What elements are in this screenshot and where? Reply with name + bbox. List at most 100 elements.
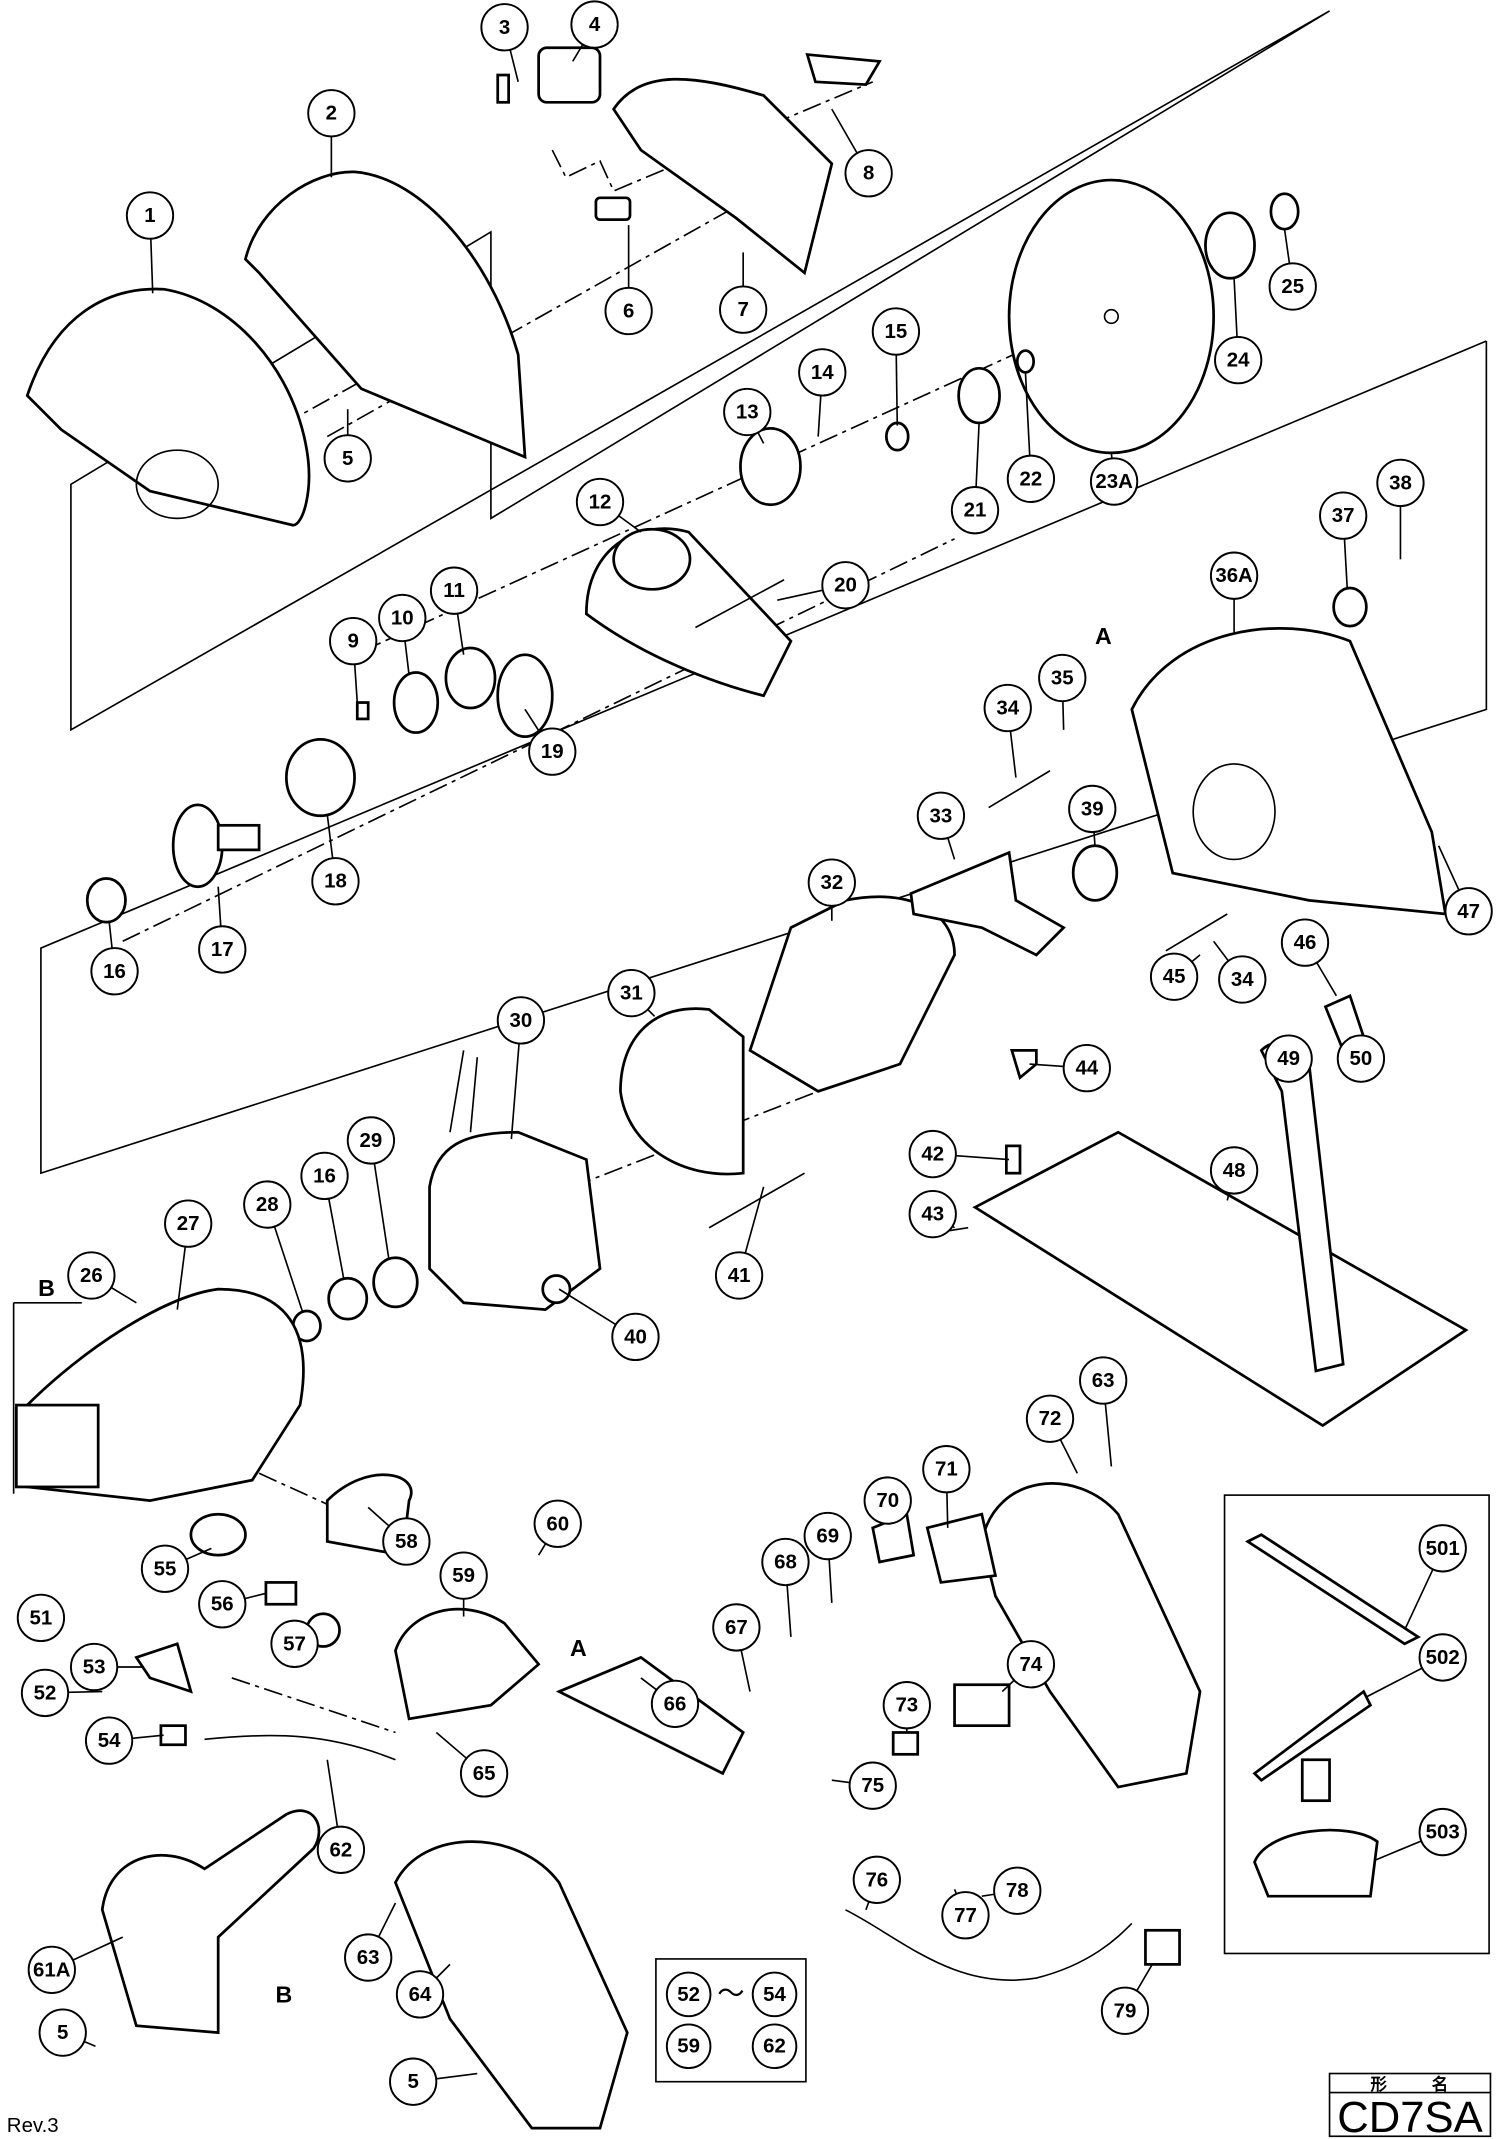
callout-circle [311,857,360,906]
part-number: 5 [57,2021,68,2044]
part-callout: 5 [38,2008,96,2057]
leader-line [1062,701,1065,730]
part-number: 7 [737,298,748,321]
leader-line [786,1585,792,1638]
part-number: 6 [623,300,634,323]
part-number: 34 [996,696,1019,719]
knob [537,46,602,104]
part-callout: 59 [439,1551,488,1617]
part-number: 26 [80,1264,103,1287]
part-callout: 26 [67,1251,137,1304]
callout-circle [950,486,1000,535]
callout-circle [329,617,378,666]
part-number: 19 [541,740,564,763]
leader-line [110,1286,137,1304]
part-number: 63 [357,1946,380,1969]
part-callout: 35 [1038,653,1087,730]
part-callout: 44 [1029,1043,1111,1093]
leader-line [456,613,465,655]
part-number: 78 [1006,1879,1029,1902]
part-callout: 7 [719,252,768,334]
leader-line [744,1186,765,1254]
callout-circle [611,1312,660,1362]
part-number: 67 [725,1616,748,1639]
callout-circle [300,1151,349,1201]
callout-circle [1444,887,1493,936]
handle-half [393,1840,629,2130]
callout-circle [993,1866,1042,1915]
part-number: 65 [473,1762,496,1785]
callout-circle [714,1251,764,1300]
part-callout: 64 [395,1963,451,2019]
leader-line [1233,278,1238,338]
leader-line [1059,1439,1079,1474]
part-callout: 41 [714,1186,765,1300]
callout-circle [389,2057,438,2106]
callout-circle [1418,1807,1467,1857]
part-number: 13 [736,400,759,423]
callout-circle [1089,457,1139,506]
part-callout: 77 [941,1889,990,1940]
callout-circle [1214,335,1263,385]
callout-circle [1418,1633,1467,1682]
part-number: 37 [1332,504,1355,527]
part-number: 14 [811,361,834,384]
leader-line [326,814,334,859]
part-number: 502 [1426,1646,1460,1669]
callout-circle [27,1945,76,1994]
leader-line [1437,845,1460,891]
callout-circle [807,858,856,907]
part-number: 2 [326,102,337,125]
callout-circle [528,727,577,776]
part-number: 44 [1075,1057,1098,1080]
callout-circle [1376,458,1425,508]
part-number: 53 [83,1655,106,1678]
part-number: 10 [391,606,414,629]
callout-circle [604,286,653,336]
model-header: 名 [1432,2075,1448,2094]
part-number: 68 [774,1550,797,1573]
part-callout: 4 [570,0,619,62]
part-number: 36A [1215,564,1253,587]
leader-line [1363,1667,1423,1700]
part-number: 21 [964,499,987,522]
part-number: 20 [834,574,857,597]
callout-circle [316,1825,366,1874]
callout-circle [344,1933,393,1982]
part-callout: 36A [1209,551,1259,635]
leader-line [68,1690,103,1694]
callout-circle [941,1891,990,1940]
part-callout: 71 [922,1445,971,1528]
part-callout: 16 [300,1151,349,1279]
callout-circle [1218,955,1267,1004]
leader-line [509,49,519,83]
leader-line [1009,730,1017,778]
callout-circle [712,1603,761,1652]
set-item: 52 [677,1983,700,2006]
part-number: 23A [1095,470,1133,493]
part-number: 71 [935,1458,958,1481]
callout-circle [496,996,546,1045]
leader-line [947,837,956,860]
part-callout: 5 [389,2057,478,2106]
leader-line [740,1649,751,1692]
set-range-separator: 〜 [717,1979,744,2010]
leader-line [981,1893,995,1897]
ref-letter-b: B [275,1982,292,2008]
part-callout: 76 [852,1855,901,1911]
part-callout: 66 [640,1677,700,1728]
part-callout: 52 [20,1668,103,1718]
callout-circle [480,3,529,52]
callout-circle [533,1499,582,1548]
part-number: 9 [347,630,358,653]
callout-circle [723,387,772,437]
part-number: 45 [1163,965,1186,988]
stator [428,1130,602,1311]
part-number: 51 [30,1606,53,1629]
part-callout: 42 [908,1129,1010,1179]
part-callout: 53 [69,1642,144,1692]
leader-line [1093,832,1096,846]
part-callout: 28 [243,1180,304,1313]
leader-line [572,44,584,62]
ref-letter-a: A [1095,623,1112,649]
